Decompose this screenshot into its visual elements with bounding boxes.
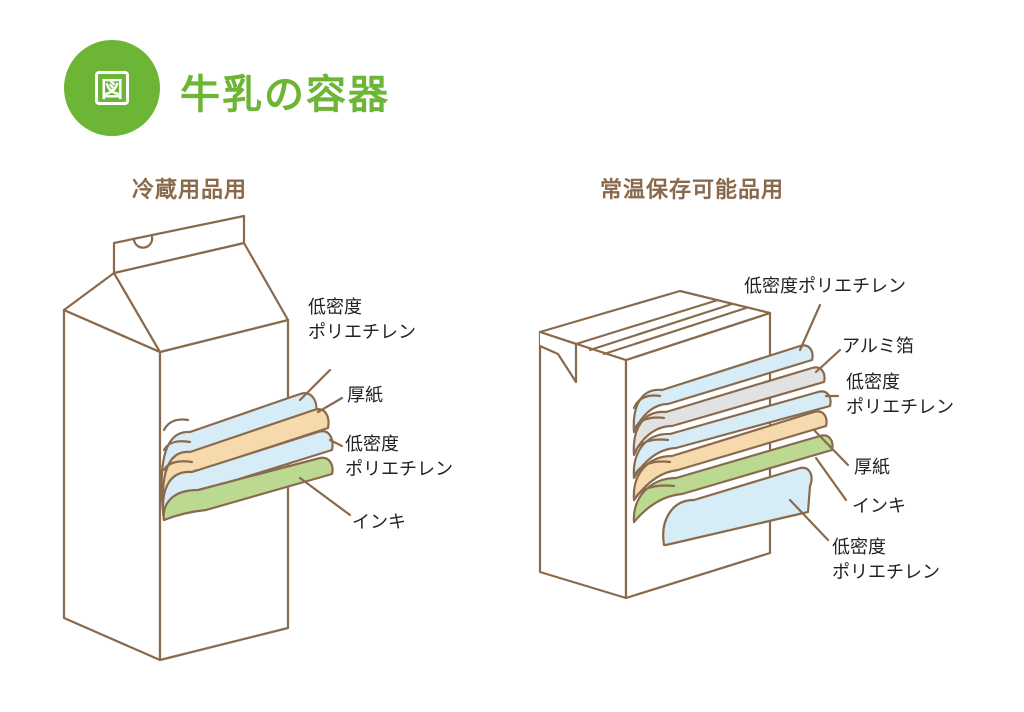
label-2-aluminium-foil-line1: アルミ箔 [842,336,914,357]
diagram-1-subtitle: 冷蔵用品用 [132,178,248,203]
label-2-ldpe-inner-line2: ポリエチレン [832,562,940,583]
label-1-ink: インキ [352,510,406,535]
carton-2-curl-3 [632,438,670,456]
figure-badge-glyph: 図 [95,71,129,105]
label-1-ldpe-outer-line2: ポリエチレン [308,322,416,343]
carton-1-fin-notch [132,235,154,249]
label-1-ldpe-outer-line1: 低密度 [308,297,362,318]
carton-2-top-seam-3 [602,306,748,356]
label-1-ink-line1: インキ [352,512,406,533]
carton-1-layers [160,392,334,522]
figure-title: 牛乳の容器 [180,72,390,118]
label-2-ldpe-inner: 低密度 ポリエチレン [832,535,940,585]
carton-2-layers [632,344,834,547]
label-2-paperboard: 厚紙 [854,455,890,480]
label-1-paperboard-line1: 厚紙 [347,385,383,406]
carton-1-layer-ink [162,456,334,522]
carton-2-leaders [788,303,850,542]
leader-1-ldpe-inner [328,438,344,448]
label-2-ldpe-outer-line1: 低密度ポリエチレン [744,276,906,297]
label-2-ink: インキ [852,494,906,519]
figure-badge: 図 [64,40,160,136]
label-2-aluminium-foil: アルミ箔 [842,334,914,359]
leader-1-paperboard [316,396,344,414]
carton-2-curl-5 [632,484,676,502]
label-1-paperboard: 厚紙 [347,383,383,408]
label-2-paperboard-line1: 厚紙 [854,457,890,478]
label-2-ldpe-inner-line1: 低密度 [832,537,886,558]
gable-top-carton [62,214,290,662]
label-1-ldpe-outer: 低密度 ポリエチレン [308,295,416,345]
carton-2-curl-1 [632,394,662,410]
leader-1-ldpe-outer [298,368,332,402]
carton-2-layer-ldpe-middle [632,390,832,480]
carton-1-top-fin [112,214,246,275]
label-2-ldpe-middle: 低密度 ポリエチレン [846,370,954,420]
diagram-2-subtitle: 常温保存可能品用 [600,178,785,203]
label-2-ldpe-middle-line1: 低密度 [846,372,900,393]
carton-2-top-seam-2 [588,302,734,352]
carton-2-folded-flap [538,330,578,384]
carton-1-curl-1 [162,418,190,432]
carton-2-top-face [538,289,772,362]
carton-1-leaders [298,368,352,517]
leader-2-ldpe-inner [788,498,830,542]
leader-2-aluminium-foil [814,348,842,374]
label-2-ldpe-outer: 低密度ポリエチレン [744,274,906,299]
leader-2-ink [814,456,848,502]
label-1-ldpe-inner-line2: ポリエチレン [345,459,453,480]
leader-2-paperboard [812,428,850,467]
carton-1-curl-3 [162,460,194,472]
carton-2-curl-2 [632,416,666,432]
carton-2-top-seam-1 [574,298,720,346]
carton-2-layer-paperboard [632,410,828,502]
carton-1-front-face [62,308,162,662]
label-2-ldpe-middle-line2: ポリエチレン [846,397,954,418]
carton-1-curl-2 [162,440,192,452]
leader-2-ldpe-outer [798,303,822,352]
carton-2-curl-4 [632,460,672,478]
label-1-ldpe-inner-line1: 低密度 [345,434,399,455]
leader-1-ink [298,476,352,517]
carton-2-layer-ldpe-inner [662,466,813,547]
carton-2-front-face [538,330,628,600]
label-1-ldpe-inner: 低密度 ポリエチレン [345,432,453,482]
carton-2-layer-ink [632,434,834,524]
label-2-ink-line1: インキ [852,496,906,517]
